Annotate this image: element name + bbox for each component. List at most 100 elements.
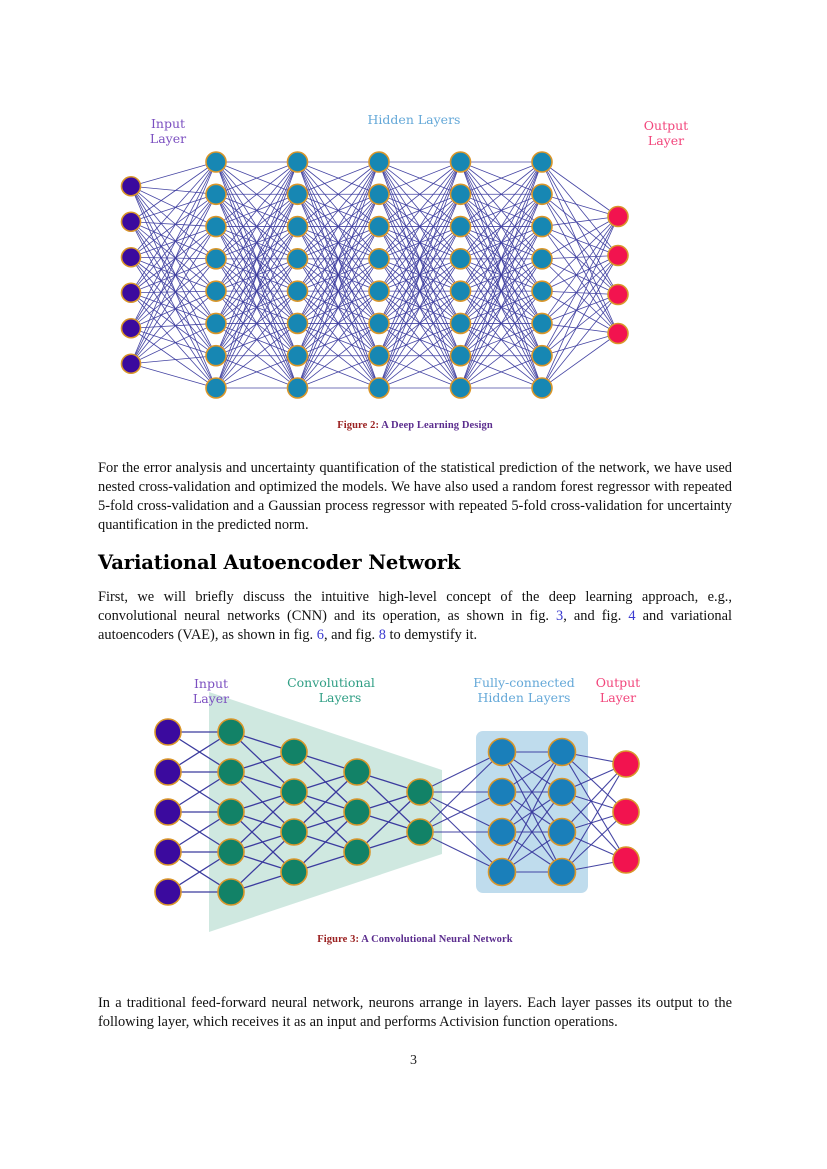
figure-3-conv-label-line1: Convolutional — [287, 675, 375, 690]
figure-2-hidden-node — [531, 215, 553, 238]
figure-3-conv-node — [280, 738, 308, 766]
conv-region — [209, 692, 442, 932]
figure-2-hidden-node — [531, 377, 553, 399]
figure-3-caption-text: A Convolutional Neural Network — [359, 934, 513, 945]
figure-2-hidden-node — [205, 344, 227, 367]
figure-2-block: Input Layer Hidden Layers Output Layer F… — [98, 96, 732, 431]
figure-3-output-label-line2: Layer — [600, 690, 636, 705]
figure-2-output-node — [607, 283, 629, 306]
figure-3-fc-node — [547, 777, 577, 807]
figure-2-input-label-line2: Layer — [150, 131, 186, 146]
figure-2-hidden-node — [286, 215, 309, 238]
figure-3-conv-label-line2: Layers — [319, 690, 362, 705]
par2-part4: , and fig. — [323, 627, 379, 644]
figure-3-conv-node — [406, 818, 434, 846]
figure-2-hidden-node — [286, 151, 309, 173]
figure-2-output-node — [607, 205, 629, 228]
figure-3-conv-node — [343, 838, 371, 866]
figure-2-hidden-node — [368, 280, 390, 302]
section-heading-vae: Variational Autoencoder Network — [98, 551, 461, 574]
figure-3-conv-node — [280, 818, 308, 846]
figure-3-conv-node — [343, 798, 371, 826]
figure-reference-4[interactable]: 4 — [628, 608, 636, 625]
figure-2-hidden-node — [286, 312, 309, 335]
figure-2-hidden-node — [368, 215, 390, 238]
figure-2-hidden-node — [449, 280, 472, 302]
figure-3-fc-node — [547, 817, 577, 847]
figure-2-hidden-node — [449, 344, 472, 367]
figure-3-conv-node — [280, 778, 308, 806]
figure-2-hidden-node — [368, 344, 390, 367]
figure-3-fc-node — [487, 777, 517, 807]
figure-2-hidden-node — [449, 248, 472, 270]
figure-3-fc-node — [547, 857, 577, 887]
par2-part2: , and fig. — [563, 608, 629, 625]
figure-3-block: Input Layer Convolutional Layers Fully-c… — [98, 662, 732, 945]
figure-3-conv-node — [406, 778, 434, 806]
figure-2-hidden-node — [531, 344, 553, 367]
figure-3-caption-number: Figure 3: — [317, 934, 360, 945]
figure-2-hidden-node — [368, 377, 390, 399]
figure-2-output-node — [607, 322, 629, 345]
paragraph-error-analysis: For the error analysis and uncertainty q… — [98, 460, 732, 534]
deep-learning-network-svg: Input Layer Hidden Layers Output Layer — [120, 112, 688, 399]
figure-2-hidden-node — [449, 183, 472, 206]
figure-2-hidden-node — [531, 183, 553, 206]
figure-2-hidden-node — [286, 280, 309, 302]
figure-2-input-node — [120, 246, 142, 268]
figure-3-diagram: Input Layer Convolutional Layers Fully-c… — [98, 662, 732, 932]
figure-3-conv-node — [217, 758, 245, 786]
figure-2-output-label-line1: Output — [644, 118, 688, 133]
figure-3-conv-node — [280, 858, 308, 886]
figure-3-fc-node — [487, 737, 517, 767]
figure-2-nodes — [120, 151, 629, 399]
figure-2-hidden-node — [205, 280, 227, 302]
figure-3-output-node — [612, 798, 640, 826]
figure-3-nodes — [154, 718, 640, 906]
figure-3-conv-node — [217, 718, 245, 746]
figure-2-hidden-node — [368, 151, 390, 173]
par2-part3: and variational autoencoders (VAE), as s… — [98, 608, 732, 644]
figure-2-hidden-node — [205, 183, 227, 206]
figure-2-hidden-node — [286, 377, 309, 399]
figure-2-hidden-node — [449, 377, 472, 399]
figure-2-hidden-node — [286, 183, 309, 206]
figure-3-fc-node — [487, 857, 517, 887]
figure-3-input-node — [154, 878, 182, 906]
figure-2-hidden-node — [531, 248, 553, 270]
figure-3-output-node — [612, 750, 640, 778]
figure-3-fc-node — [487, 817, 517, 847]
figure-3-conv-node — [217, 838, 245, 866]
figure-2-hidden-node — [368, 183, 390, 206]
figure-3-fc-label-line1: Fully-connected — [473, 675, 574, 690]
figure-2-input-label-line1: Input — [151, 116, 185, 131]
figure-3-input-label-line1: Input — [194, 676, 228, 691]
figure-2-input-node — [120, 353, 142, 375]
figure-3-output-node — [612, 846, 640, 874]
figure-2-hidden-node — [449, 151, 472, 173]
par2-part1: First, we will briefly discuss the intui… — [98, 589, 732, 625]
figure-3-conv-node — [217, 878, 245, 906]
figure-2-caption-text: A Deep Learning Design — [379, 420, 493, 431]
figure-reference-3[interactable]: 3 — [556, 608, 564, 625]
figure-2-output-label-line2: Layer — [648, 133, 684, 148]
figure-3-output-label-line1: Output — [596, 675, 640, 690]
figure-3-conv-node — [217, 798, 245, 826]
figure-reference-6[interactable]: 6 — [316, 627, 324, 644]
figure-2-input-node — [120, 282, 142, 304]
figure-3-fc-node — [547, 737, 577, 767]
figure-3-input-node — [154, 758, 182, 786]
figure-2-hidden-label: Hidden Layers — [368, 112, 461, 127]
figure-2-diagram: Input Layer Hidden Layers Output Layer — [98, 96, 732, 416]
figure-reference-8[interactable]: 8 — [378, 627, 386, 644]
paragraph-feedforward: In a traditional feed-forward neural net… — [98, 995, 732, 1031]
figure-2-input-node — [120, 317, 142, 339]
figure-2-input-node — [120, 211, 142, 233]
figure-2-caption: Figure 2: A Deep Learning Design — [98, 420, 732, 431]
figure-2-hidden-node — [531, 280, 553, 302]
figure-2-hidden-node — [286, 248, 309, 270]
figure-3-caption: Figure 3: A Convolutional Neural Network — [98, 934, 732, 945]
paragraph-vae-intro: First, we will briefly discuss the intui… — [98, 588, 732, 645]
figure-2-hidden-node — [205, 151, 227, 173]
